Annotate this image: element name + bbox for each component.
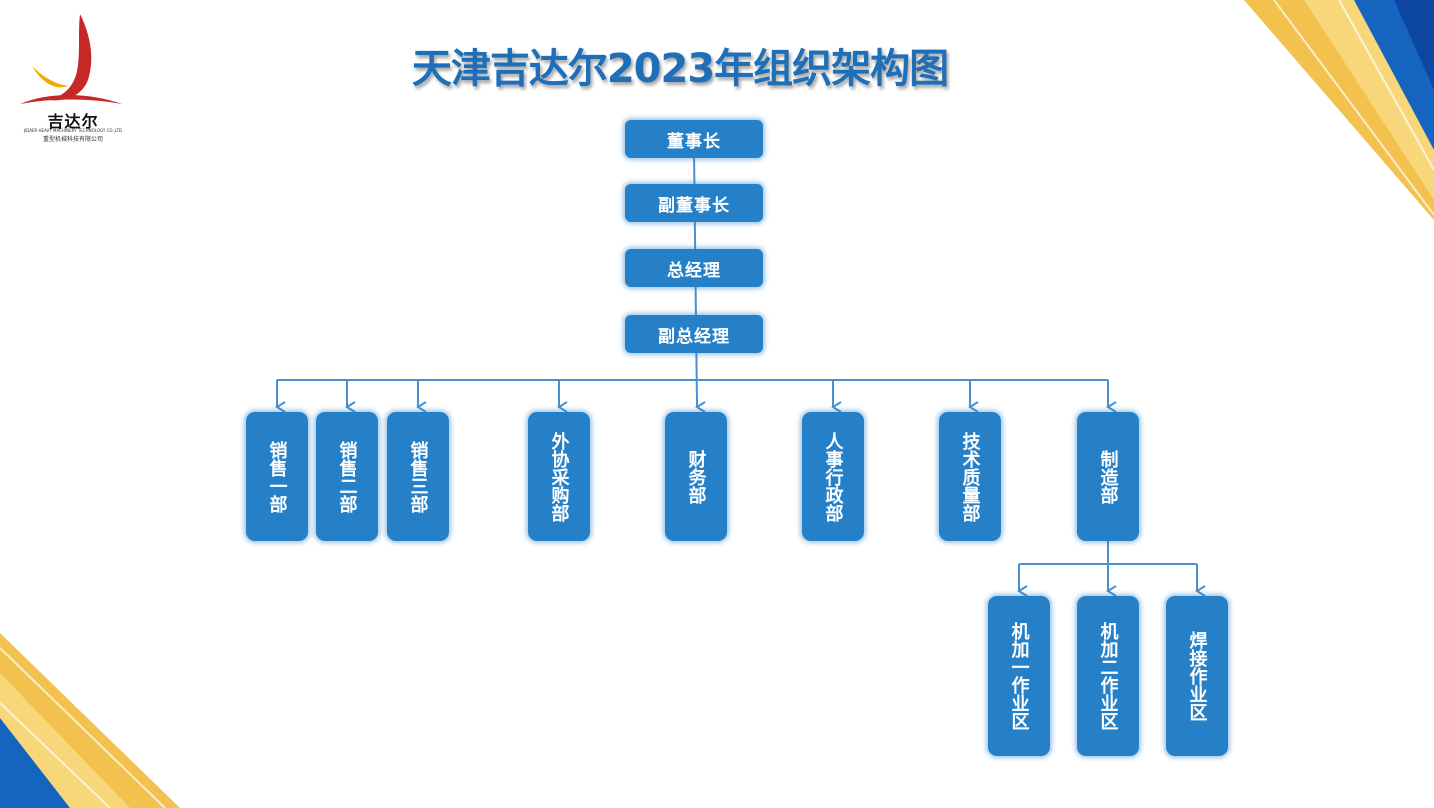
logo-company-name: 吉达尔 — [47, 112, 99, 131]
unit-label: 焊接作业区 — [1186, 631, 1208, 721]
dept-label: 技术质量部 — [959, 431, 981, 522]
node-manufacturing-dept[interactable]: 制造部 — [1077, 412, 1139, 541]
dept-label: 财务部 — [685, 449, 707, 504]
decorative-corner-top-right — [1244, 0, 1434, 220]
dept-label: 外协采购部 — [548, 431, 570, 522]
node-vice-chairman[interactable]: 副董事长 — [625, 184, 763, 222]
node-sales-dept-1[interactable]: 销售一部 — [246, 412, 308, 541]
node-welding-area[interactable]: 焊接作业区 — [1166, 596, 1228, 756]
logo-chinese-subtitle: 重型机械科技有限公司 — [42, 136, 103, 143]
page-title: 天津吉达尔2023年组织架构图 — [411, 46, 949, 92]
node-finance-dept[interactable]: 财务部 — [665, 412, 727, 541]
logo-mark-icon — [20, 14, 122, 104]
dept-label: 销售一部 — [266, 440, 288, 513]
node-outsourcing-procurement-dept[interactable]: 外协采购部 — [528, 412, 590, 541]
dept-label: 制造部 — [1097, 449, 1119, 504]
node-sales-dept-2[interactable]: 销售二部 — [316, 412, 378, 541]
dept-label: 销售三部 — [407, 440, 429, 513]
node-tech-quality-dept[interactable]: 技术质量部 — [939, 412, 1001, 541]
unit-label: 机加二作业区 — [1097, 622, 1119, 730]
node-hr-admin-dept[interactable]: 人事行政部 — [802, 412, 864, 541]
decorative-corner-bottom-left — [0, 633, 180, 808]
logo-english-name: JIDAER HEAVY MACHINERY TECHNOLOGY CO.,LT… — [23, 128, 123, 133]
node-deputy-general-manager[interactable]: 副总经理 — [625, 315, 763, 353]
dept-label: 人事行政部 — [822, 431, 844, 522]
company-logo: 吉达尔 JIDAER HEAVY MACHINERY TECHNOLOGY CO… — [18, 10, 128, 145]
dept-label: 销售二部 — [336, 440, 358, 513]
node-machining-area-2[interactable]: 机加二作业区 — [1077, 596, 1139, 756]
node-sales-dept-3[interactable]: 销售三部 — [387, 412, 449, 541]
unit-label: 机加一作业区 — [1008, 622, 1030, 730]
node-general-manager[interactable]: 总经理 — [625, 249, 763, 287]
node-chairman[interactable]: 董事长 — [625, 120, 763, 158]
node-machining-area-1[interactable]: 机加一作业区 — [988, 596, 1050, 756]
